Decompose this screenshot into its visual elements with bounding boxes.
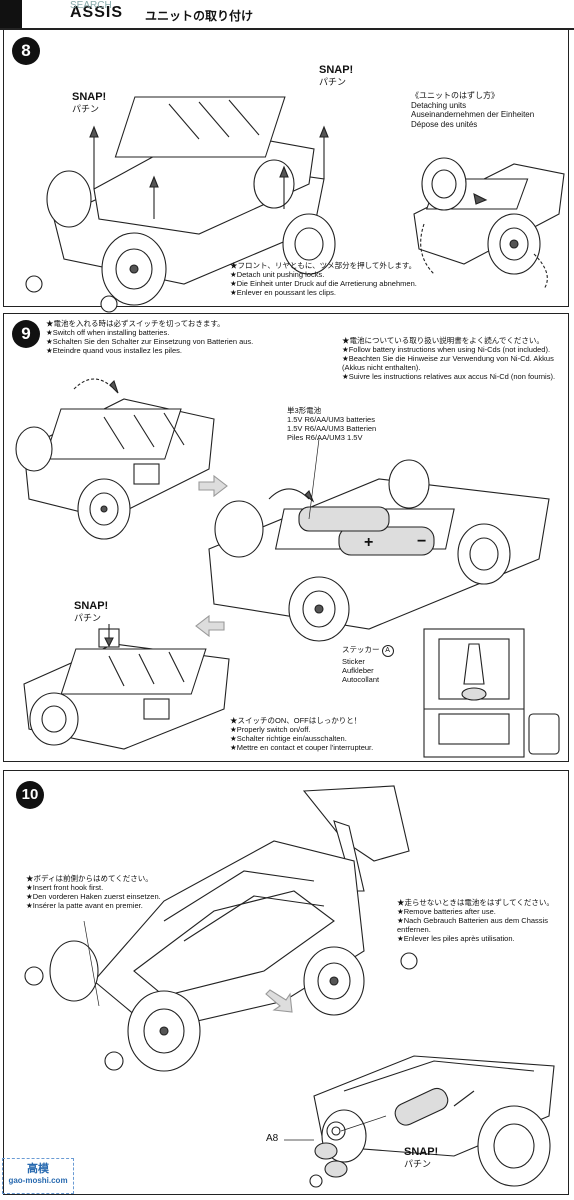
switch-on-off-note: ★スイッチのON、OFFはしっかりと！ ★Properly switch on/… xyxy=(230,716,374,752)
sticker-label: ステッカー A Sticker Aufkleber Autocollant xyxy=(342,645,394,684)
remove-batteries-note: ★走らせないときは電池をはずしてください。 ★Remove batteries … xyxy=(397,898,554,943)
snap-label-left: SNAP!パチン xyxy=(72,91,107,114)
chassis-assembly-illustration xyxy=(25,96,336,313)
gray-arrow-1 xyxy=(198,474,228,498)
part-label-a8: A8 xyxy=(266,1133,279,1144)
gray-arrow-3 xyxy=(265,989,293,1013)
page-header: ASSIS ユニットの取り付け SEARCH xyxy=(0,0,574,30)
snap-label-step10: SNAP!パチン xyxy=(404,1146,439,1169)
header-block xyxy=(0,0,22,28)
step-9-number: 9 xyxy=(12,320,40,348)
snap-label-step9: SNAP!パチン xyxy=(74,600,109,623)
step-8-number: 8 xyxy=(12,37,40,65)
switch-off-illustration xyxy=(15,378,215,540)
chassis-bottom-view xyxy=(423,628,560,758)
snap-label-right: SNAP!パチン xyxy=(319,64,354,87)
step-8-panel: 8 SNAP!パチン SNAP!パチン 《ユニットのはずし方》 Detachin… xyxy=(3,28,569,313)
switch-off-note: ★電池を入れる時は必ずスイッチを切っておきます。 ★Switch off whe… xyxy=(46,319,254,355)
detach-units-note: 《ユニットのはずし方》 Detaching units Auseinandern… xyxy=(411,91,535,129)
step-8-note: ★フロント、リヤともに、ツメ部分を押して外します。 ★Detach unit p… xyxy=(230,261,417,297)
header-watermark: SEARCH xyxy=(70,0,112,11)
battery-label: 単3形電池 1.5V R6/AA/UM3 batteries 1.5V R6/A… xyxy=(287,406,377,442)
site-watermark: 高模 gao-moshi.com xyxy=(2,1158,74,1194)
step-10-panel: 10 ★ボディは前側からはめてください。 ★Insert front hook … xyxy=(3,770,569,1195)
battery-insertion-illustration: + − xyxy=(208,438,550,642)
switch-on-illustration xyxy=(23,624,230,750)
body-mounting-illustration xyxy=(24,785,418,1072)
header-title: ASSIS xyxy=(70,4,124,21)
svg-text:−: − xyxy=(417,533,426,550)
body-hook-note: ★ボディは前側からはめてください。 ★Insert front hook fir… xyxy=(26,874,161,910)
step-9-panel: 9 ★電池を入れる時は必ずスイッチを切っておきます。 ★Switch off w… xyxy=(3,313,569,762)
header-subtitle: ユニットの取り付け xyxy=(145,9,254,23)
svg-text:+: + xyxy=(364,534,373,551)
part-a8-leader-line xyxy=(284,1139,314,1141)
detach-units-illustration xyxy=(413,157,565,290)
part-a8-illustration xyxy=(309,1115,387,1188)
nicd-battery-note: ★電池についている取り扱い説明書をよく読んでください。 ★Follow batt… xyxy=(342,336,556,381)
step-10-number: 10 xyxy=(16,781,44,809)
gray-arrow-2 xyxy=(195,614,225,638)
